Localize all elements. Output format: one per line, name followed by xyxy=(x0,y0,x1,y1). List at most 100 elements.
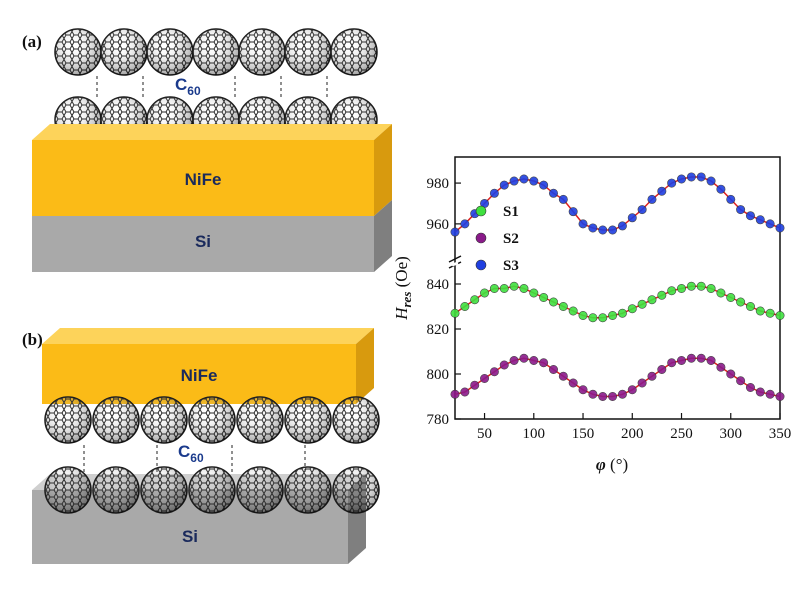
data-point-s2 xyxy=(509,355,519,365)
data-point-s3 xyxy=(637,205,647,215)
data-point-s1 xyxy=(726,292,736,302)
data-point-s2 xyxy=(588,389,598,399)
data-point-s1 xyxy=(647,295,657,305)
data-point-s1 xyxy=(519,283,529,293)
legend-label-s3: S3 xyxy=(503,258,519,274)
data-point-s2 xyxy=(519,353,529,363)
data-point-s3 xyxy=(558,194,568,204)
c60-top-row-a xyxy=(54,28,378,76)
legend-marker-s2 xyxy=(475,232,487,244)
data-point-s3 xyxy=(617,221,627,231)
data-point-s1 xyxy=(637,299,647,309)
c60-bottom-row-b xyxy=(44,466,380,514)
data-point-s2 xyxy=(450,389,460,399)
data-point-s1 xyxy=(667,286,677,296)
nife-top-face xyxy=(42,328,374,344)
data-point-s1 xyxy=(765,308,775,318)
fit-line-s2 xyxy=(454,357,781,398)
c60-molecule xyxy=(92,466,140,514)
x-tick-label: 150 xyxy=(572,426,595,442)
data-point-s2 xyxy=(745,382,755,392)
data-point-s2 xyxy=(568,378,578,388)
data-point-s2 xyxy=(736,376,746,386)
c60-molecule xyxy=(188,396,236,444)
x-tick-label: 50 xyxy=(477,426,492,442)
data-point-s2 xyxy=(637,378,647,388)
data-point-s2 xyxy=(667,358,677,368)
x-tick-label: 300 xyxy=(720,426,743,442)
data-point-s1 xyxy=(706,283,716,293)
c60-molecule xyxy=(54,28,102,76)
data-point-s1 xyxy=(617,308,627,318)
c60-molecule xyxy=(140,466,188,514)
data-point-s3 xyxy=(578,219,588,229)
data-point-s3 xyxy=(539,180,549,190)
nife-top-face xyxy=(32,124,392,140)
data-point-s3 xyxy=(686,172,696,182)
c60-top-row-b xyxy=(44,396,380,444)
y-tick-label: 840 xyxy=(427,277,450,293)
fit-line-s1 xyxy=(454,285,781,319)
data-point-s1 xyxy=(696,281,706,291)
y-tick-label: 960 xyxy=(427,217,450,233)
c60-molecule xyxy=(92,396,140,444)
data-point-s1 xyxy=(450,308,460,318)
data-point-s1 xyxy=(460,301,470,311)
data-point-s1 xyxy=(686,281,696,291)
c60-connectors-b xyxy=(83,445,306,472)
legend-label-s2: S2 xyxy=(503,231,519,247)
data-point-s2 xyxy=(529,355,539,365)
y-tick-label: 800 xyxy=(427,367,450,383)
panel-b: (b) NiFe C60 Si xyxy=(22,328,380,564)
c60-connectors-a xyxy=(96,76,328,100)
data-point-s2 xyxy=(539,358,549,368)
x-tick-label: 350 xyxy=(769,426,792,442)
data-point-s2 xyxy=(765,389,775,399)
nife-side-face xyxy=(374,124,392,216)
data-point-s3 xyxy=(489,188,499,198)
data-point-s3 xyxy=(755,215,765,225)
data-point-s3 xyxy=(450,227,460,237)
data-point-s2 xyxy=(558,371,568,381)
data-point-s3 xyxy=(568,207,578,217)
data-point-s2 xyxy=(647,371,657,381)
data-point-s2 xyxy=(627,385,637,395)
panel-a-label: (a) xyxy=(22,32,42,51)
data-point-s1 xyxy=(657,290,667,300)
c60-molecule xyxy=(284,396,332,444)
y-tick-label: 780 xyxy=(427,412,450,428)
c60-molecule xyxy=(146,28,194,76)
data-point-s3 xyxy=(696,172,706,182)
data-point-s1 xyxy=(470,295,480,305)
data-point-s1 xyxy=(736,297,746,307)
data-point-s1 xyxy=(677,283,687,293)
data-point-s2 xyxy=(460,387,470,397)
data-point-s2 xyxy=(617,389,627,399)
x-axis-title: φ (°) xyxy=(596,455,628,474)
data-point-s3 xyxy=(726,194,736,204)
data-point-s3 xyxy=(608,225,618,235)
data-point-s2 xyxy=(499,360,509,370)
data-point-s2 xyxy=(608,391,618,401)
x-tick-label: 100 xyxy=(523,426,546,442)
data-point-s1 xyxy=(548,297,558,307)
data-point-s1 xyxy=(558,301,568,311)
x-tick-label: 200 xyxy=(621,426,644,442)
data-point-s3 xyxy=(716,184,726,194)
data-point-s3 xyxy=(509,176,519,186)
data-point-s1 xyxy=(775,310,785,320)
data-point-s3 xyxy=(598,225,608,235)
data-point-s1 xyxy=(627,304,637,314)
data-point-s3 xyxy=(657,186,667,196)
data-point-s3 xyxy=(460,219,470,229)
data-point-s3 xyxy=(499,180,509,190)
data-point-s1 xyxy=(480,288,490,298)
data-point-s3 xyxy=(548,188,558,198)
data-point-s2 xyxy=(677,355,687,365)
legend-marker-s1 xyxy=(475,205,487,217)
data-point-s1 xyxy=(578,310,588,320)
data-point-s3 xyxy=(667,178,677,188)
